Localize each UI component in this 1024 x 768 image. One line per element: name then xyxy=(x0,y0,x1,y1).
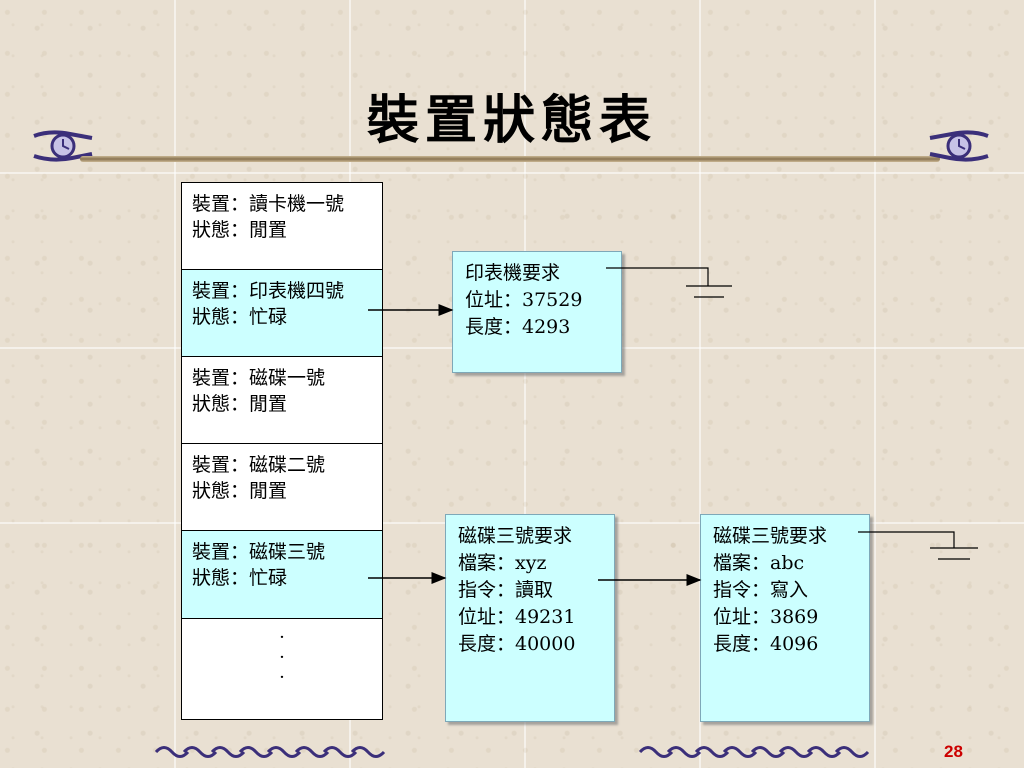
device-name: 裝置：磁碟三號 xyxy=(192,541,326,563)
page-title: 裝置狀態表 xyxy=(366,90,657,151)
left-clock-ornament-icon xyxy=(33,130,93,162)
device-status-table: 裝置：讀卡機一號 狀態：閒置 裝置：印表機四號 狀態：忙碌 裝置：磁碟一號 狀態… xyxy=(181,182,383,720)
footer-ornament-right-icon xyxy=(638,746,870,758)
device-name: 裝置：讀卡機一號 xyxy=(192,193,345,215)
footer-ornament-left-icon xyxy=(154,746,386,758)
device-status: 狀態：閒置 xyxy=(192,219,288,241)
request-file: 檔案：abc xyxy=(713,552,805,574)
printer-request-box: 印表機要求 位址：37529 長度：4293 xyxy=(452,251,622,373)
device-name: 裝置：磁碟二號 xyxy=(192,454,326,476)
request-title: 磁碟三號要求 xyxy=(713,525,828,547)
request-title: 磁碟三號要求 xyxy=(458,525,573,547)
ground-terminator-icon xyxy=(858,531,978,560)
request-command: 指令：讀取 xyxy=(458,579,554,601)
ellipsis-dot: · xyxy=(279,627,285,648)
request-file: 檔案：xyz xyxy=(458,552,547,574)
device-name: 裝置：印表機四號 xyxy=(192,280,345,302)
ground-terminator-icon xyxy=(606,267,732,298)
request-length: 長度：4096 xyxy=(713,633,819,655)
request-length: 長度：4293 xyxy=(465,316,571,338)
device-status: 狀態：閒置 xyxy=(192,480,288,502)
ellipsis-dot: · xyxy=(279,667,285,688)
title-divider xyxy=(80,156,940,162)
request-length: 長度：40000 xyxy=(458,633,576,655)
request-address: 位址：49231 xyxy=(458,606,576,628)
device-status: 狀態：忙碌 xyxy=(192,567,288,589)
ellipsis-dot: · xyxy=(279,647,285,668)
device-row-disk-2: 裝置：磁碟二號 狀態：閒置 xyxy=(182,444,382,531)
page-number: 28 xyxy=(944,742,963,761)
disk3-request-box-abc: 磁碟三號要求 檔案：abc 指令：寫入 位址：3869 長度：4096 xyxy=(700,514,870,722)
request-title: 印表機要求 xyxy=(465,262,561,284)
request-command: 指令：寫入 xyxy=(713,579,809,601)
device-name: 裝置：磁碟一號 xyxy=(192,367,326,389)
device-row-printer-4: 裝置：印表機四號 狀態：忙碌 xyxy=(182,270,382,357)
disk3-request-box-xyz: 磁碟三號要求 檔案：xyz 指令：讀取 位址：49231 長度：40000 xyxy=(445,514,615,722)
device-status: 狀態：閒置 xyxy=(192,393,288,415)
device-row-disk-1: 裝置：磁碟一號 狀態：閒置 xyxy=(182,357,382,444)
device-row-disk-3: 裝置：磁碟三號 狀態：忙碌 xyxy=(182,531,382,619)
request-address: 位址：37529 xyxy=(465,289,583,311)
right-clock-ornament-icon xyxy=(929,130,989,162)
device-row-card-reader: 裝置：讀卡機一號 狀態：閒置 xyxy=(182,183,382,270)
device-status: 狀態：忙碌 xyxy=(192,306,288,328)
request-address: 位址：3869 xyxy=(713,606,819,628)
